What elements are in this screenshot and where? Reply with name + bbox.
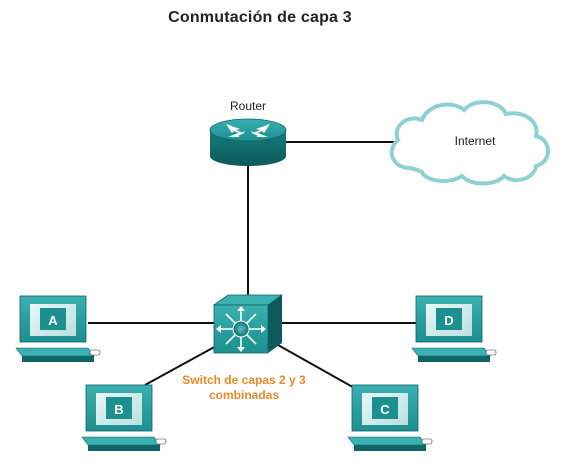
pc-b-label: B bbox=[114, 402, 123, 417]
switch-label-line1: Switch de capas 2 y 3 bbox=[182, 373, 306, 387]
internet-label: Internet bbox=[455, 134, 496, 148]
layer3-switch: Switch de capas 2 y 3 combinadas bbox=[182, 294, 306, 402]
links bbox=[88, 141, 416, 391]
link-switch-pc-c bbox=[277, 344, 359, 391]
pc-a-icon bbox=[15, 295, 101, 362]
pc-b-icon bbox=[81, 384, 167, 451]
router-label: Router bbox=[230, 99, 266, 113]
pc-d: D bbox=[411, 295, 497, 362]
switch-multilayer-icon bbox=[216, 306, 266, 352]
pc-b: B bbox=[81, 384, 167, 451]
pc-c-label: C bbox=[380, 402, 390, 417]
router: Router bbox=[209, 99, 287, 166]
router-arrows-icon bbox=[226, 124, 270, 137]
pc-c: C bbox=[347, 384, 433, 451]
pc-a: A bbox=[15, 295, 101, 362]
internet-cloud: Internet bbox=[389, 100, 550, 186]
switch-label-line2: combinadas bbox=[209, 388, 279, 402]
pc-a-label: A bbox=[48, 313, 58, 328]
diagram-title: Conmutación de capa 3 bbox=[168, 9, 352, 26]
pc-c-icon bbox=[347, 384, 433, 451]
pc-d-icon bbox=[411, 295, 497, 362]
pc-d-label: D bbox=[444, 313, 453, 328]
link-switch-pc-b bbox=[144, 344, 219, 386]
